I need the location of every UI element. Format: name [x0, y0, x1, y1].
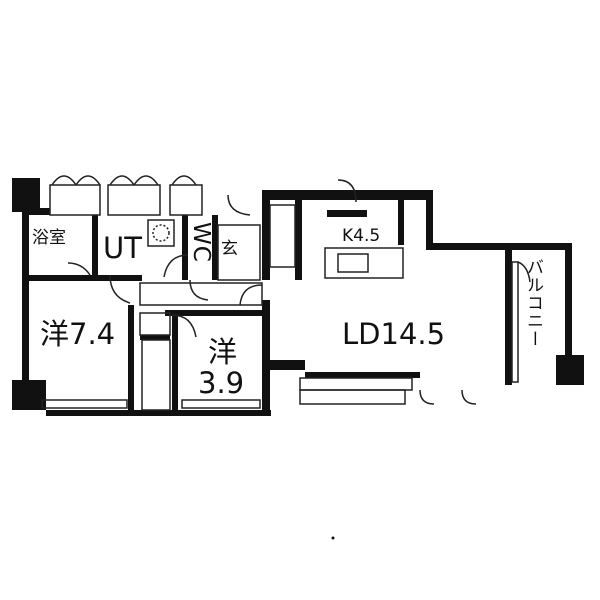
wall	[92, 215, 98, 275]
door	[227, 194, 251, 216]
door	[189, 279, 209, 301]
room-label-western-small: 洋	[208, 335, 238, 369]
wall	[165, 310, 265, 316]
window	[511, 261, 519, 383]
wall	[505, 250, 512, 385]
window	[41, 399, 128, 409]
shoe-storage	[269, 204, 296, 268]
closet-doors	[51, 175, 197, 186]
door	[461, 389, 477, 405]
room-label-western-large: 洋7.4	[40, 317, 116, 351]
wall	[305, 372, 420, 378]
wall	[182, 215, 188, 280]
wall	[270, 360, 305, 370]
wall	[22, 208, 50, 215]
window	[299, 389, 406, 405]
wall	[426, 190, 433, 250]
room-label-balcony: バルコニー	[523, 258, 543, 348]
closet	[107, 184, 161, 216]
wall	[140, 335, 170, 340]
kitchen-counter	[324, 247, 404, 279]
wall	[212, 215, 218, 280]
window	[181, 399, 261, 409]
door	[517, 261, 531, 283]
thin-lines	[41, 175, 531, 411]
wall	[565, 243, 572, 358]
room-label-western-small-size: 3.9	[198, 366, 245, 400]
wall	[295, 200, 302, 280]
closet	[141, 339, 171, 411]
door	[337, 179, 357, 203]
window	[299, 377, 413, 391]
kitchen-sink	[337, 253, 369, 273]
room-label-living-dining: LD14.5	[342, 317, 446, 351]
wall	[46, 410, 271, 416]
hallway	[139, 282, 263, 306]
closet	[169, 184, 203, 216]
door	[171, 314, 197, 338]
washing-machine	[147, 219, 175, 247]
wall-group	[12, 178, 584, 416]
room-label-toilet: WC	[188, 222, 214, 263]
door	[67, 262, 91, 276]
door	[419, 389, 435, 405]
wall	[22, 275, 142, 281]
room-label-kitchen: K4.5	[342, 226, 381, 246]
closet	[49, 184, 101, 216]
wall	[426, 243, 571, 250]
wall	[262, 190, 270, 280]
column	[556, 355, 584, 385]
wall	[262, 300, 270, 415]
wall	[22, 380, 42, 410]
washing-machine-drum	[152, 224, 170, 242]
wall	[22, 208, 29, 383]
door	[109, 274, 131, 304]
entrance-step	[217, 224, 261, 281]
column	[12, 178, 40, 212]
stray-dot	[331, 536, 335, 540]
room-label-bath: 浴室	[32, 228, 66, 248]
door	[163, 254, 189, 278]
wall	[172, 316, 178, 411]
wall	[398, 200, 404, 245]
wall	[262, 190, 432, 200]
room-label-entrance: 玄	[221, 239, 238, 259]
room-label-utility: UT	[103, 231, 142, 265]
wall	[327, 210, 367, 217]
door	[239, 284, 263, 306]
wall	[128, 305, 134, 413]
closet	[139, 312, 171, 336]
